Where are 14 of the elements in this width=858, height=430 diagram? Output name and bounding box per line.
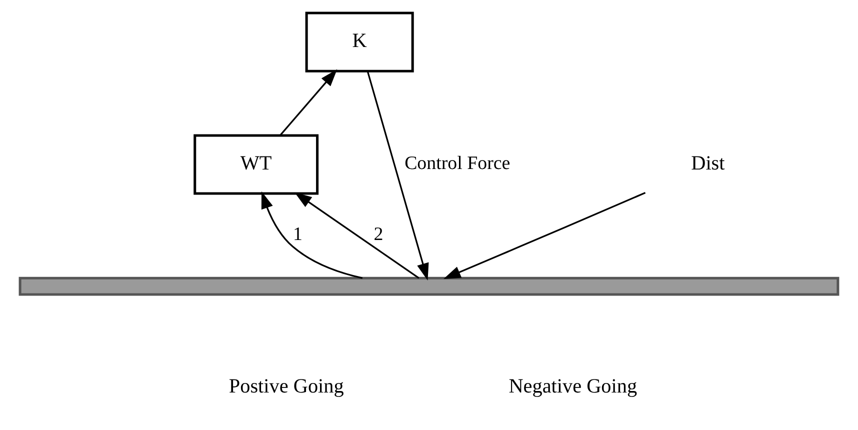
edge-label: 1 — [292, 224, 302, 246]
node-bar — [18, 276, 840, 296]
node-box: K — [305, 12, 414, 72]
arrow — [366, 71, 429, 280]
label: Postive Going — [228, 376, 344, 398]
edge-label: Control Force — [404, 152, 510, 174]
node-text: Dist — [691, 152, 725, 174]
arrow — [294, 192, 420, 279]
arrow — [443, 192, 646, 279]
node-box: WT — [194, 134, 319, 195]
arrow — [261, 191, 363, 279]
edge-label: 2 — [374, 224, 384, 246]
label: Negative Going — [508, 376, 638, 398]
arrow — [280, 69, 338, 136]
